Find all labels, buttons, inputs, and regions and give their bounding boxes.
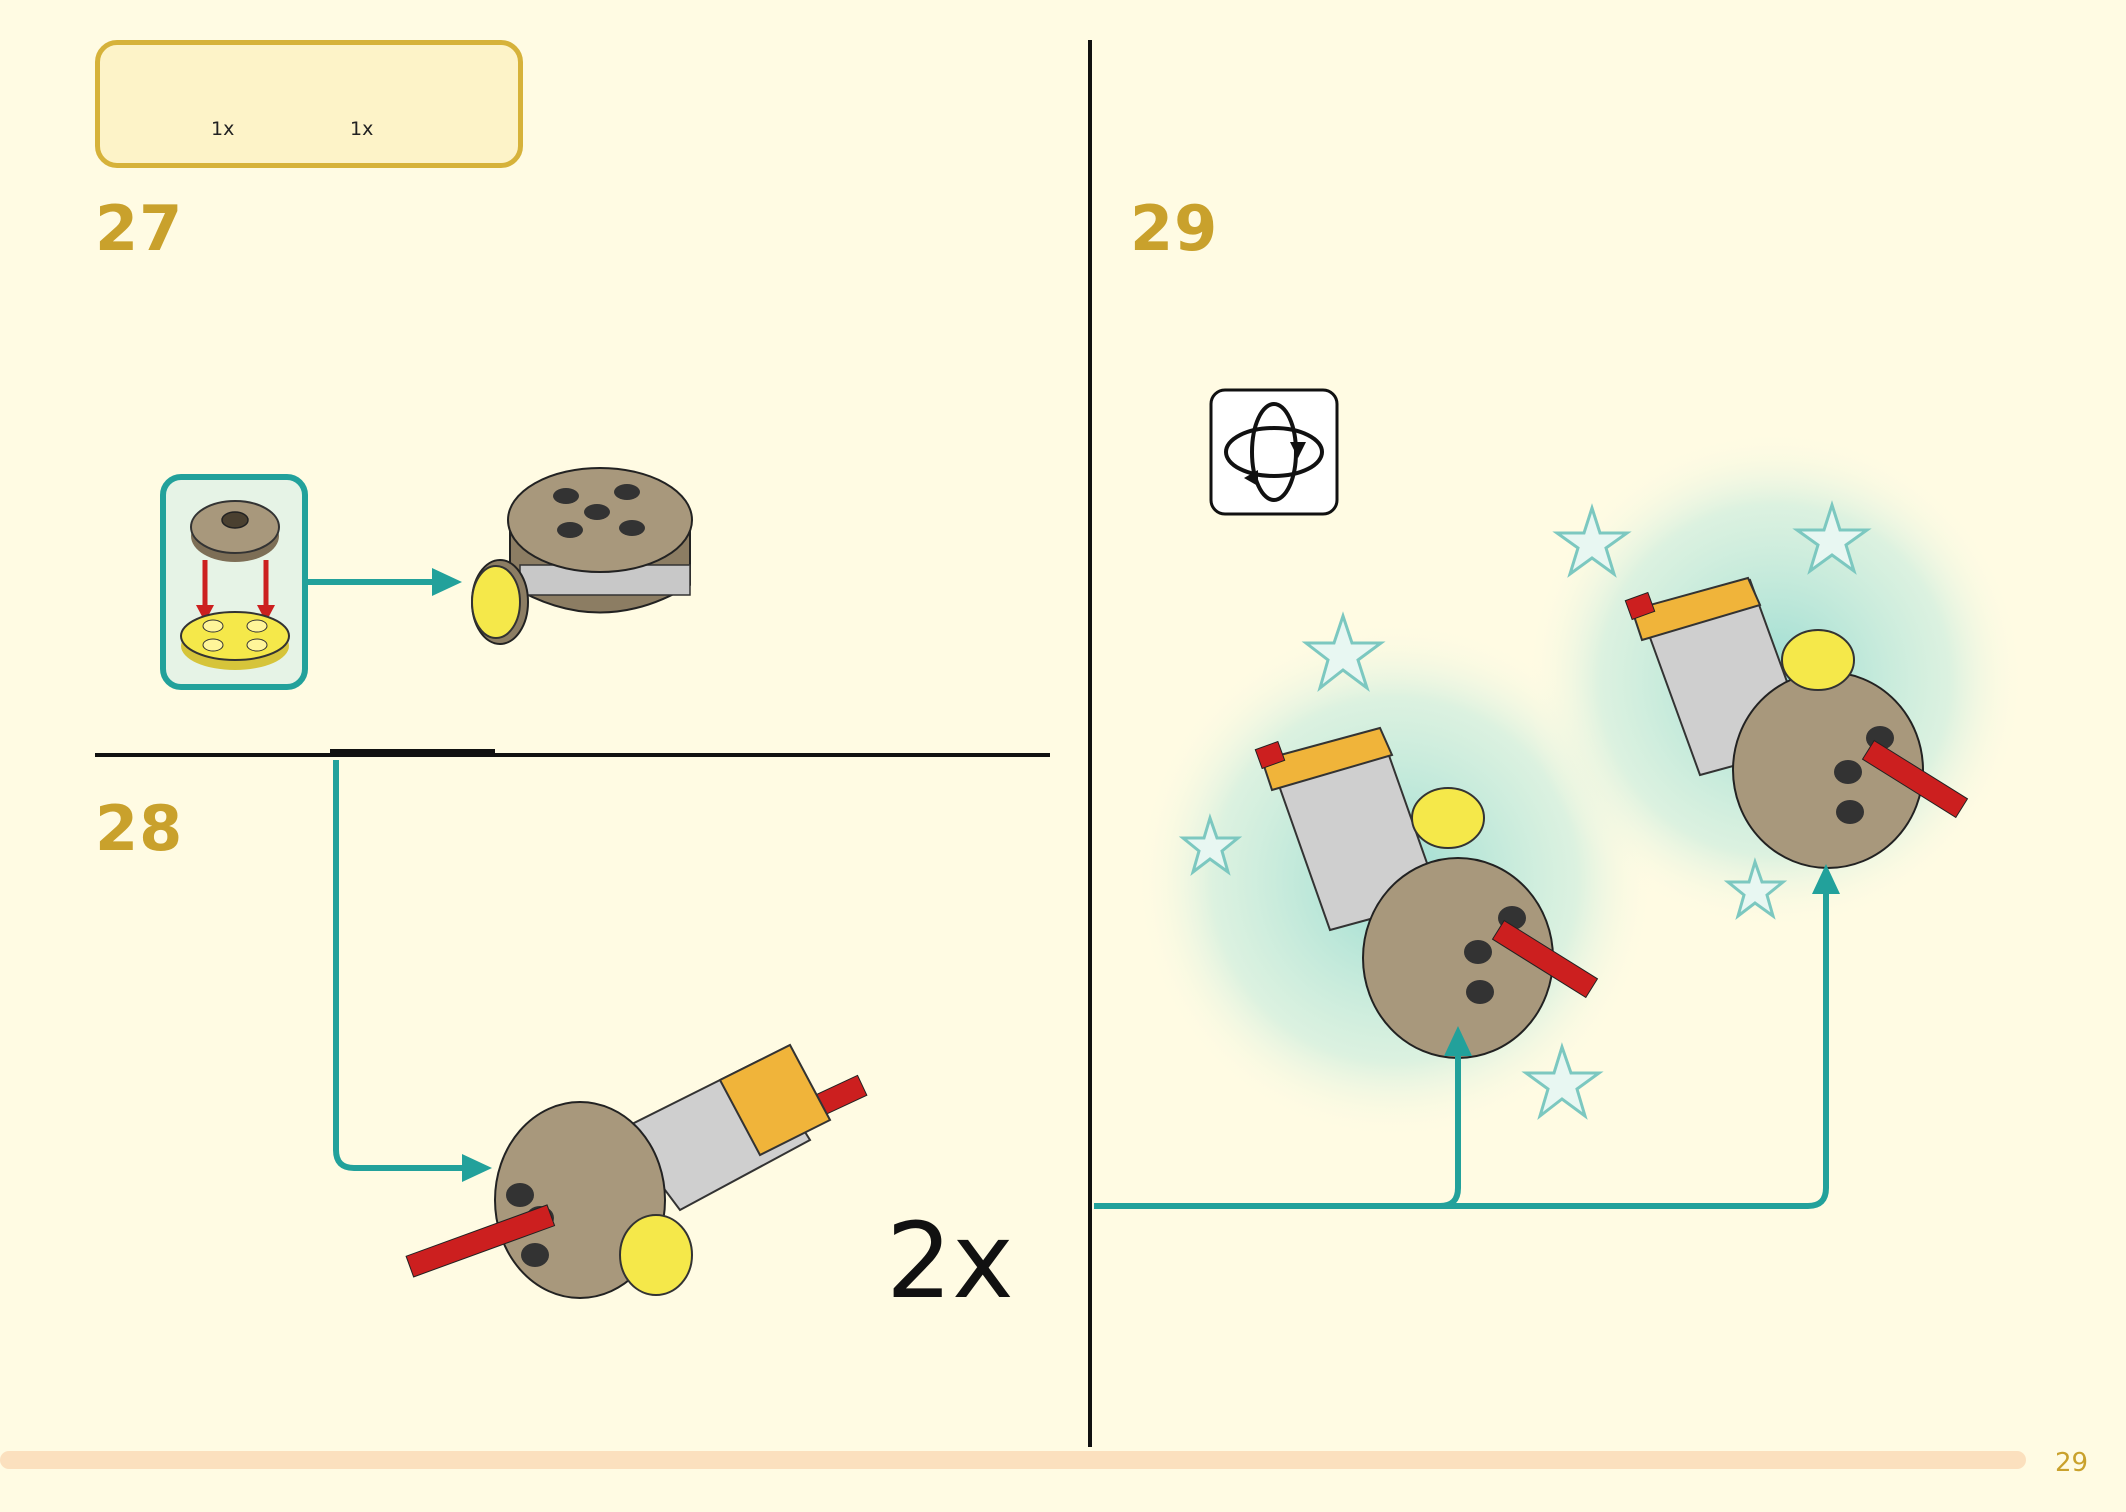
step-number-29: 29: [1130, 192, 1219, 265]
page-number: 29: [2055, 1448, 2089, 1478]
step-number-28: 28: [95, 792, 184, 865]
footer-bar: [0, 1451, 2026, 1469]
step27-model: [471, 467, 693, 645]
step29-model-left: [1135, 611, 1655, 1140]
rotate-model-icon: [1209, 388, 1339, 516]
step-number-27: 27: [95, 192, 184, 265]
step29-model-right: [1525, 430, 2025, 930]
part-qty: 1x: [211, 118, 235, 140]
step27-callout: [160, 474, 308, 690]
parts-list-box: [95, 40, 523, 168]
step28-multiplier: 2x: [886, 1200, 1014, 1322]
step28-model: [405, 1043, 868, 1299]
part-qty: 1x: [350, 118, 374, 140]
